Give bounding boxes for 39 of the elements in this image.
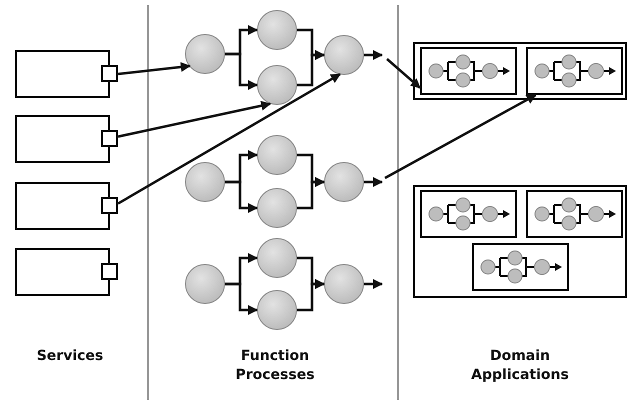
application-box — [472, 243, 569, 291]
column-label: Function Processes — [234, 347, 316, 385]
arrow — [118, 100, 272, 138]
arrow — [364, 177, 383, 187]
process-circle — [324, 264, 364, 304]
application-box — [526, 190, 623, 238]
process-circle — [185, 34, 225, 74]
application-box — [420, 47, 517, 95]
process-circle — [324, 162, 364, 202]
arrow — [117, 73, 341, 205]
arrow — [386, 58, 421, 89]
arrow — [297, 50, 325, 86]
process-circle — [185, 162, 225, 202]
process-circle — [257, 10, 297, 50]
application-box — [420, 190, 517, 238]
arrow — [384, 94, 537, 180]
application-group-box — [413, 42, 627, 100]
process-circle — [257, 65, 297, 105]
column-label: Domain Applications — [470, 347, 570, 385]
service-box — [15, 248, 118, 296]
service-box — [15, 50, 118, 98]
service-box — [15, 182, 118, 230]
process-circle — [257, 135, 297, 175]
arrow — [225, 282, 258, 315]
process-circle — [257, 238, 297, 278]
column-label: Services — [36, 347, 104, 366]
arrow — [364, 279, 383, 289]
arrow — [225, 180, 258, 213]
service-box — [15, 115, 118, 163]
arrow — [297, 177, 325, 210]
application-box — [526, 47, 623, 95]
process-circle — [324, 35, 364, 75]
process-circle — [257, 290, 297, 330]
process-circle — [185, 264, 225, 304]
arrow — [225, 52, 258, 90]
arrow — [297, 279, 325, 312]
application-group-box — [413, 185, 627, 298]
arrow — [364, 50, 383, 60]
process-circle — [257, 188, 297, 228]
